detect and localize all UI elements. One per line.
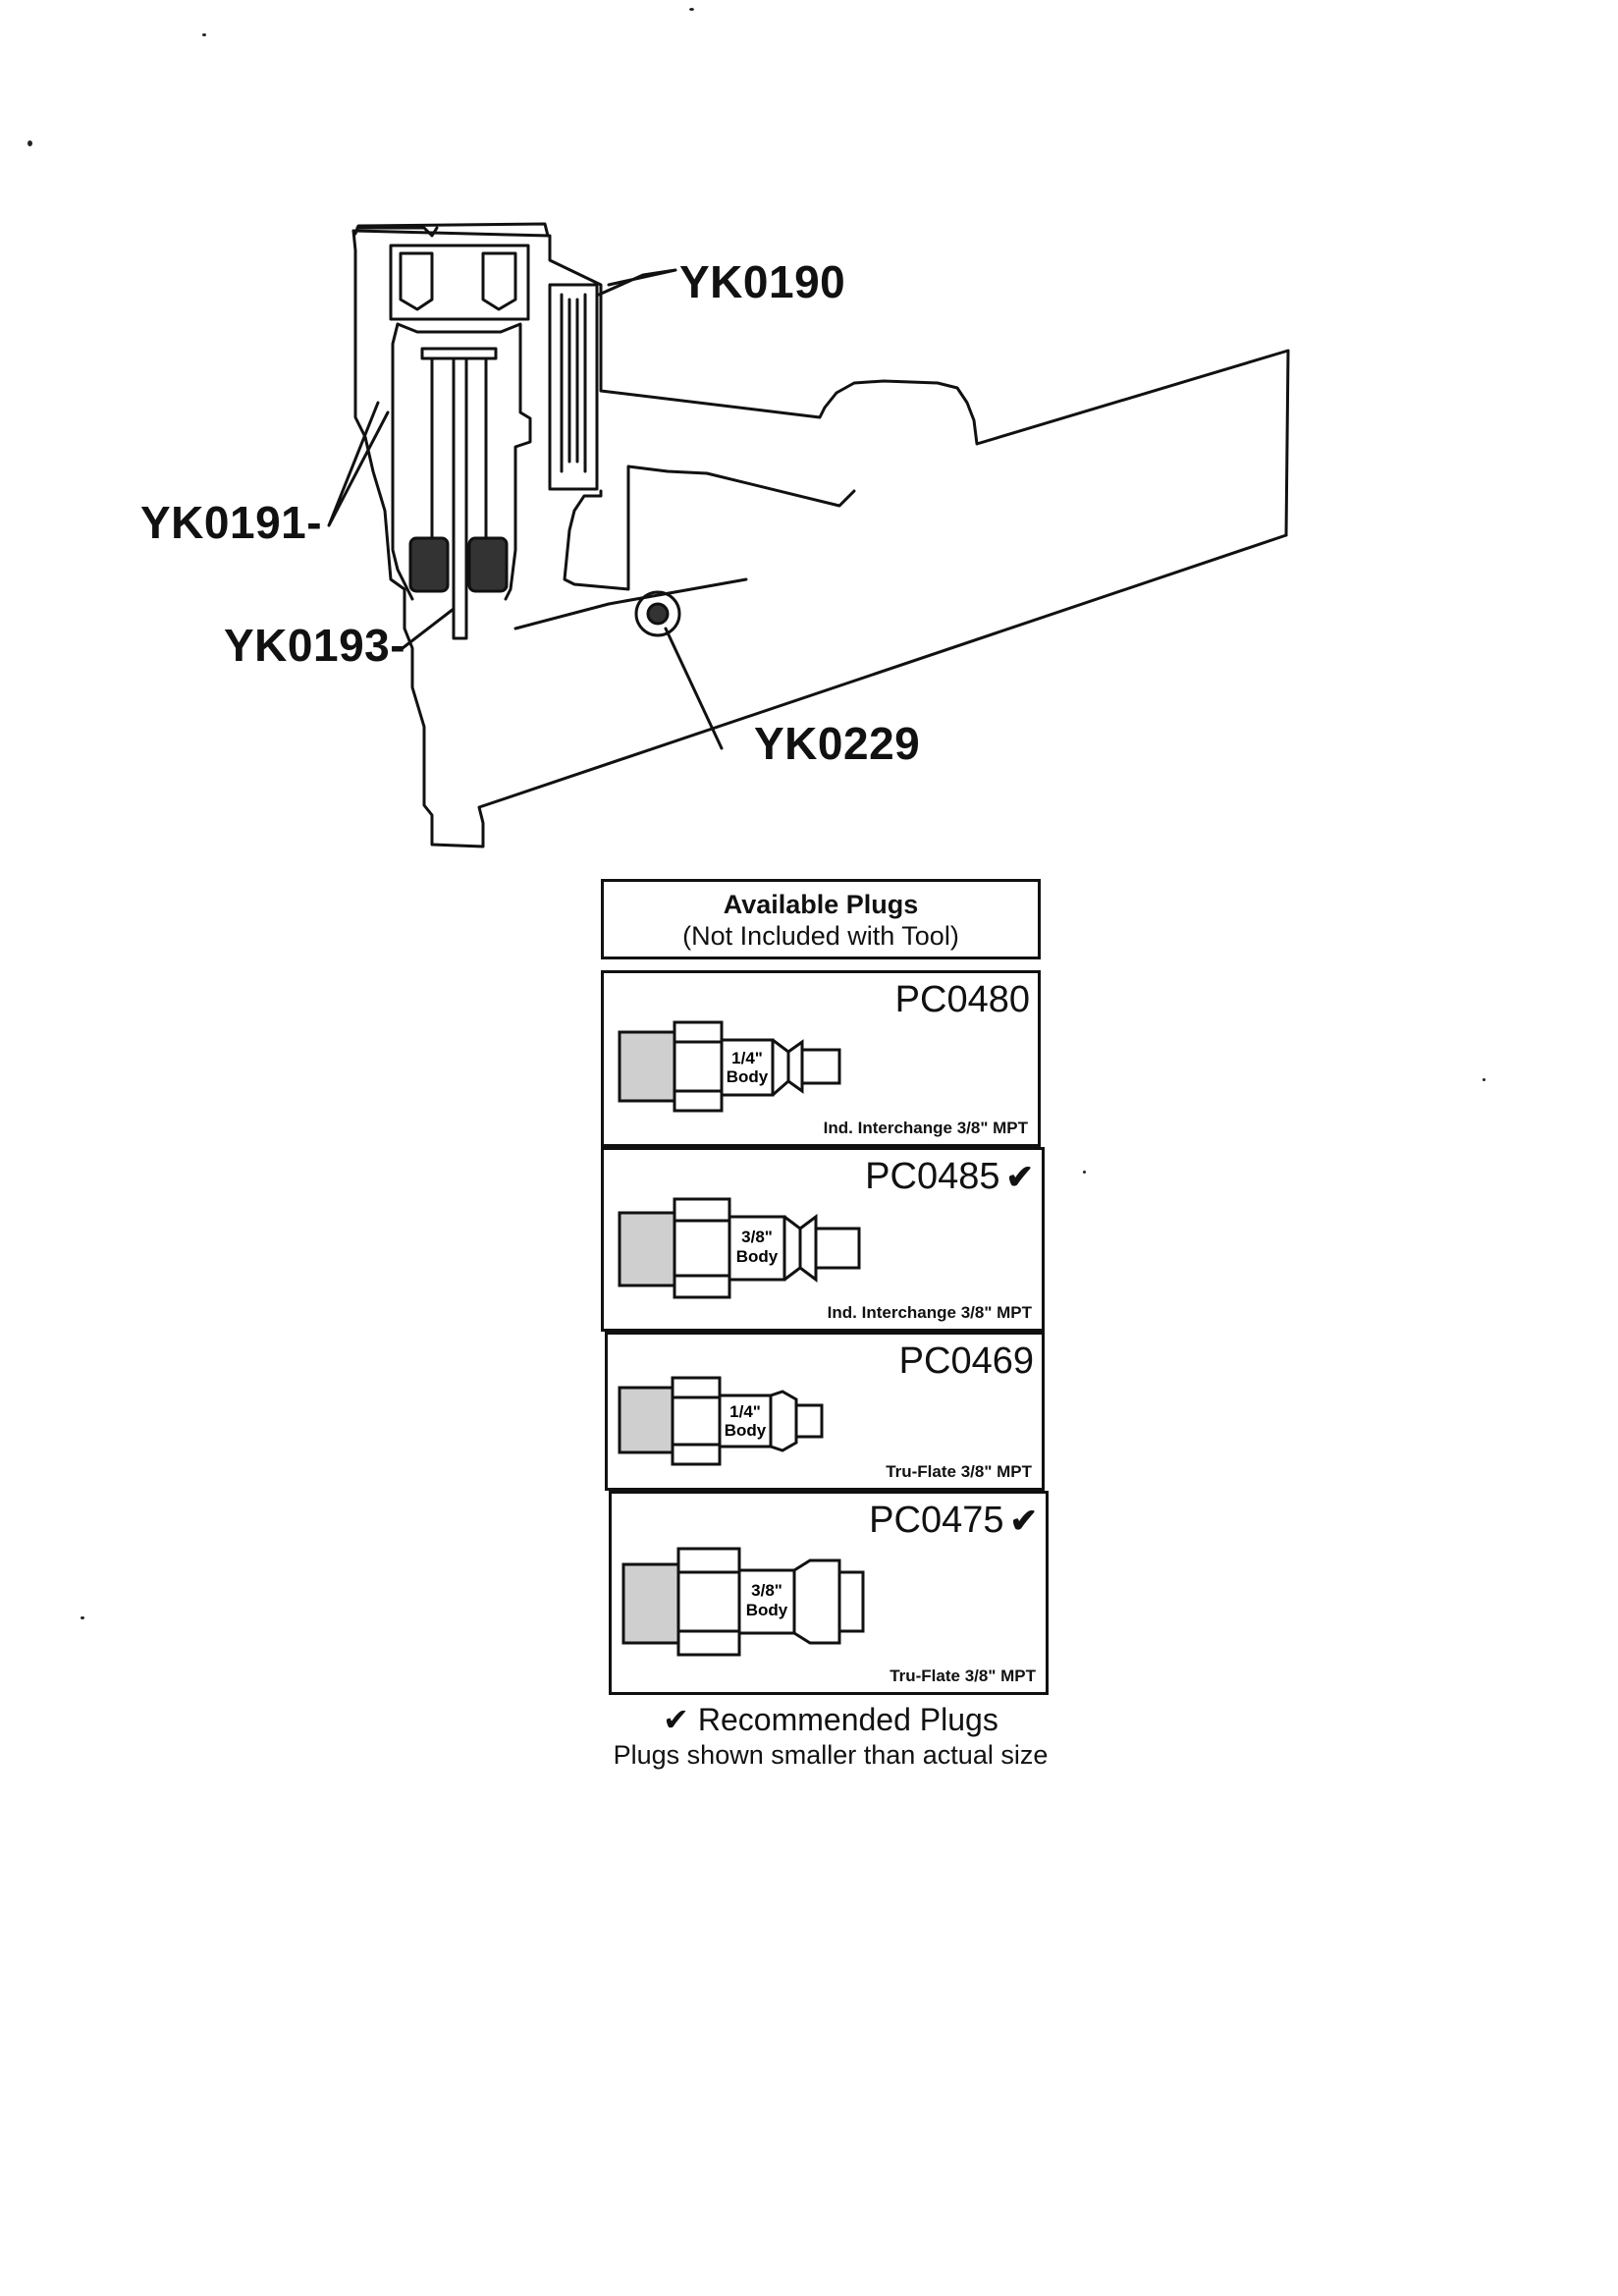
scan-speck (202, 33, 206, 36)
plug-body-label: Body (727, 1067, 769, 1086)
piston (420, 347, 498, 360)
plug-illustration: 3/8" Body (618, 1197, 861, 1299)
plug-item-pc0475: PC0475✔ 3/8" Body Tru-Flate 3/8" MPT (609, 1491, 1049, 1695)
driver-blade (452, 356, 468, 640)
bumper-right (467, 536, 509, 593)
leader-yk0191 (327, 401, 390, 527)
plug-body-label: Body (725, 1421, 767, 1440)
tool-top-cap-detail (355, 226, 439, 238)
plug-spec: Tru-Flate 3/8" MPT (890, 1667, 1036, 1685)
plug-spec: Tru-Flate 3/8" MPT (886, 1462, 1032, 1481)
plug-item-pc0485: PC0485✔ 3/8" Body Ind. Interchange 3/8" … (601, 1147, 1045, 1332)
leader-yk0190 (597, 268, 677, 297)
plug-body-label: Body (736, 1247, 779, 1266)
recommended-check-icon: ✔ (663, 1702, 689, 1737)
plugs-header-box: Available Plugs (Not Included with Tool) (601, 879, 1041, 959)
plug-body-size: 1/4" (729, 1402, 761, 1421)
plug-spec: Ind. Interchange 3/8" MPT (827, 1303, 1032, 1322)
magazine-roller (634, 590, 681, 637)
plug-illustration: 1/4" Body (618, 1376, 824, 1466)
leader-yk0229 (664, 627, 724, 750)
tool-top-cap (353, 222, 550, 238)
scan-speck (81, 1616, 84, 1619)
scan-speck (689, 8, 694, 11)
scan-speck (1083, 1171, 1086, 1174)
plug-body-size: 1/4" (731, 1049, 763, 1067)
plugs-footer: ✔ Recommended Plugs Plugs shown smaller … (595, 1701, 1066, 1771)
plug-body-size: 3/8" (741, 1228, 773, 1246)
plug-item-pc0480: PC0480 1/4" Body Ind. Interchange 3/8" M… (601, 970, 1041, 1147)
callout-yk0193: YK0193- (224, 620, 406, 671)
plug-code: PC0485✔ (865, 1156, 1035, 1197)
cylinder-wall (396, 322, 532, 601)
scan-speck (27, 140, 32, 146)
head-valve-left (399, 251, 434, 311)
trigger-valve-housing (548, 283, 599, 491)
callout-yk0190: YK0190 (679, 256, 846, 307)
magazine-guide (513, 577, 748, 630)
magazine-roller-inner (646, 602, 670, 626)
callout-yk0229: YK0229 (754, 718, 921, 769)
plug-code: PC0475✔ (869, 1500, 1039, 1541)
tool-magazine-top (351, 229, 1290, 537)
bumper-left (408, 536, 450, 593)
plugs-header-title: Available Plugs (723, 890, 919, 919)
plug-item-pc0469: PC0469 1/4" Body Tru-Flate 3/8" MPT (605, 1332, 1045, 1491)
trigger-valve-spring (560, 293, 587, 473)
recommended-check-icon: ✔ (1005, 1159, 1035, 1196)
recommended-plugs-legend: ✔ Recommended Plugs (595, 1701, 1066, 1738)
plug-spec: Ind. Interchange 3/8" MPT (823, 1119, 1028, 1137)
callout-yk0191: YK0191- (140, 497, 323, 548)
plugs-size-note: Plugs shown smaller than actual size (613, 1740, 1049, 1770)
scan-speck (1483, 1078, 1485, 1081)
plug-body-label: Body (746, 1601, 788, 1619)
head-valve-right (481, 251, 517, 311)
plug-illustration: 1/4" Body (618, 1020, 841, 1113)
plug-code: PC0480 (894, 979, 1030, 1020)
plugs-header-subtitle: (Not Included with Tool) (682, 921, 959, 951)
plug-body-size: 3/8" (751, 1581, 782, 1600)
nailer-cross-section-diagram (327, 222, 1290, 848)
nose-lower-body (563, 465, 856, 591)
head-valve-chamber (389, 244, 530, 321)
leader-yk0193 (401, 607, 456, 650)
cylinder-wall-left (391, 322, 414, 601)
plug-illustration: 3/8" Body (621, 1547, 865, 1657)
recommended-check-icon: ✔ (1009, 1503, 1039, 1540)
recommended-plugs-label: Recommended Plugs (697, 1702, 998, 1737)
plug-code: PC0469 (898, 1340, 1034, 1382)
